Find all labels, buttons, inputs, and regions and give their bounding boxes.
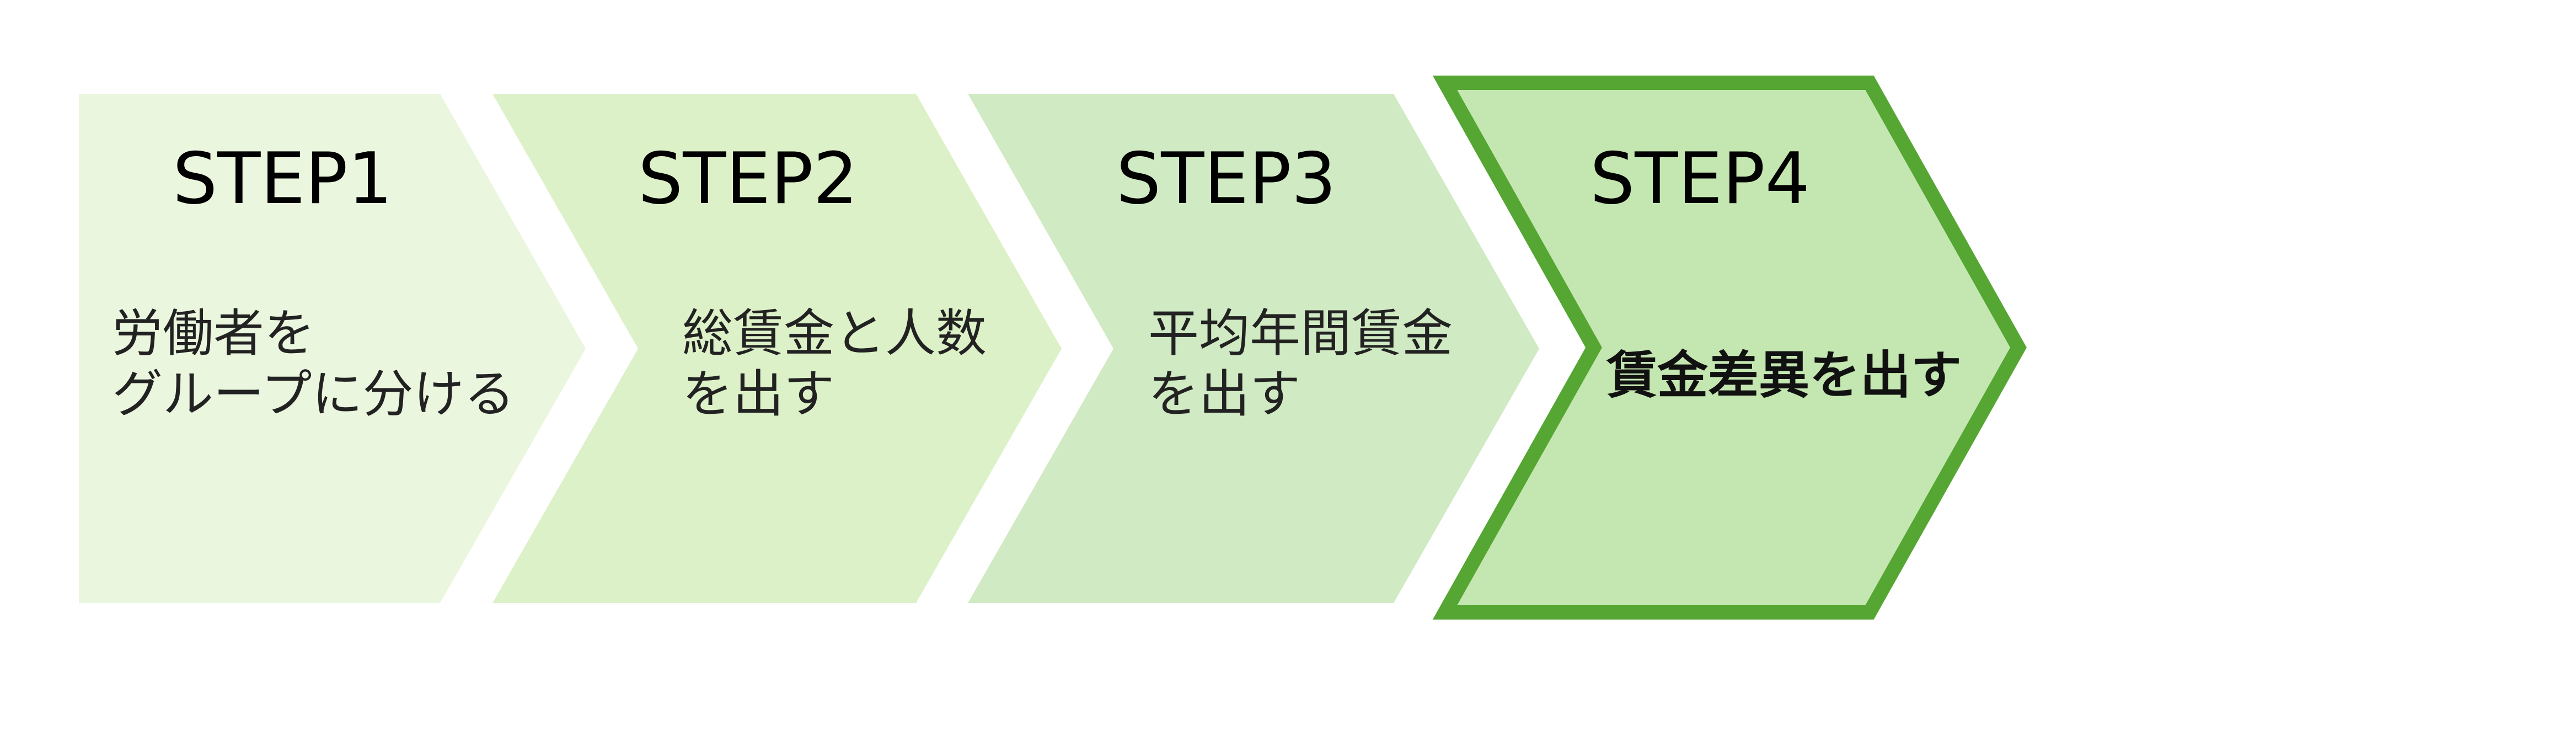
step-2: STEP2 総賃金と人数 を出す <box>492 94 1062 603</box>
step-1-arrow-shape <box>79 94 586 603</box>
step-2-title: STEP2 <box>638 138 858 220</box>
step-2-arrow-shape <box>492 94 1062 603</box>
step-3-description-line-1: 平均年間賃金 <box>1148 304 1453 363</box>
step-1-description-line-2: グループに分ける <box>112 365 515 424</box>
step-4-title: STEP4 <box>1590 138 1810 220</box>
step-3-title: STEP3 <box>1116 138 1336 220</box>
step-1: STEP1 労働者を グループに分ける <box>79 94 586 603</box>
step-4-arrow-shape <box>1432 76 2027 620</box>
step-4-description-line-1: 賃金差異を出す <box>1606 346 1962 405</box>
step-1-description-line-1: 労働者を <box>112 304 315 363</box>
step-2-description-line-2: を出す <box>682 365 834 424</box>
step-2-description-line-1: 総賃金と人数 <box>682 304 987 363</box>
step-1-title: STEP1 <box>173 138 393 220</box>
step-3-arrow-shape <box>968 94 1539 603</box>
step-4: STEP4 賃金差異を出す <box>1432 76 2027 620</box>
step-3-description-line-2: を出す <box>1148 365 1300 424</box>
step-3: STEP3 平均年間賃金 を出す <box>968 94 1539 603</box>
